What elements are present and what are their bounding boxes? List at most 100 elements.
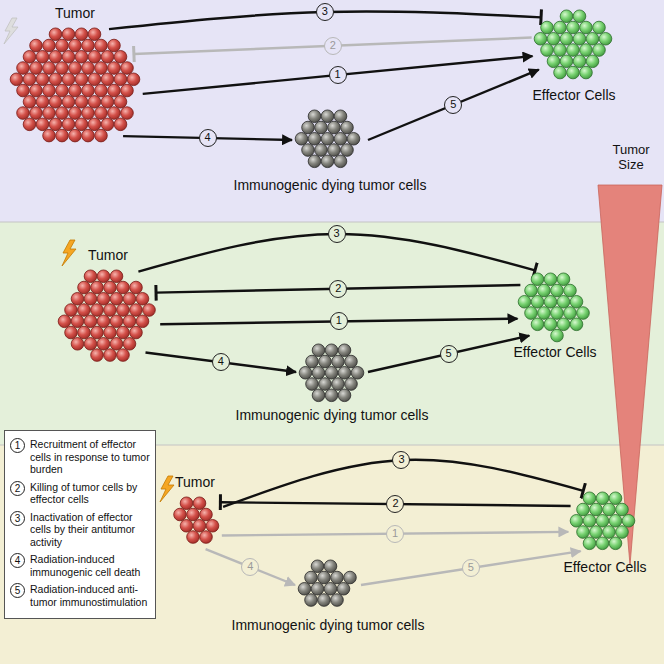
cell <box>62 118 75 131</box>
cell <box>567 21 580 34</box>
cell <box>321 110 334 123</box>
cell <box>312 344 325 357</box>
cell-cluster-art <box>518 268 592 342</box>
arrow-connector <box>145 352 296 372</box>
cluster-label: Tumor <box>55 5 95 21</box>
legend-entry: 4Radiation-induced immunogenic cell deat… <box>10 553 150 578</box>
cell <box>187 508 200 521</box>
cell <box>338 389 351 402</box>
cell <box>95 62 108 75</box>
cell <box>130 326 143 339</box>
cell <box>570 318 583 331</box>
axis-label: Tumor Size <box>604 142 658 172</box>
cell <box>97 315 110 328</box>
cluster-label: Effector Cells <box>533 87 616 103</box>
cell <box>114 73 127 86</box>
cell <box>554 66 567 79</box>
cell <box>97 270 110 283</box>
cell <box>143 304 156 317</box>
cell <box>117 326 130 339</box>
cell <box>110 292 123 305</box>
callout-number: 3 <box>316 3 334 21</box>
cell <box>609 514 622 527</box>
cell <box>351 366 364 379</box>
cell <box>82 62 95 75</box>
arrow-connector <box>206 549 295 585</box>
arrow-connector <box>368 336 529 372</box>
cluster-label: Immunogenic dying tumor cells <box>236 407 429 423</box>
cell-cluster: Tumor <box>10 5 140 153</box>
cell <box>518 295 531 308</box>
cell <box>319 378 332 391</box>
cell <box>337 582 350 595</box>
cell <box>306 378 319 391</box>
cell <box>544 273 557 286</box>
cell <box>345 355 358 368</box>
cell <box>130 304 143 317</box>
cell <box>75 50 88 63</box>
cell <box>88 28 101 41</box>
cluster-label: Immunogenic dying tumor cells <box>234 177 427 193</box>
cell <box>325 366 338 379</box>
arrow-connector <box>143 56 533 94</box>
cell <box>557 273 570 286</box>
cell <box>345 378 358 391</box>
cell <box>596 514 609 527</box>
cell <box>308 155 321 168</box>
cell <box>325 389 338 402</box>
cell <box>318 571 331 584</box>
cell <box>117 304 130 317</box>
cell <box>551 284 564 297</box>
cell <box>616 503 629 516</box>
cell <box>117 281 130 294</box>
cell <box>324 560 337 573</box>
cell <box>123 338 136 351</box>
cell-cluster: Tumor <box>58 247 158 365</box>
cell <box>69 129 82 142</box>
cell <box>62 28 75 41</box>
legend-text: Killing of tumor cells by effector cells <box>30 481 150 506</box>
cell <box>36 50 49 63</box>
cell <box>43 107 56 120</box>
cell <box>75 73 88 86</box>
cell <box>593 44 606 57</box>
cell <box>43 62 56 75</box>
cell <box>596 492 609 505</box>
cell <box>311 582 324 595</box>
cell <box>547 55 560 68</box>
panel-low-dose <box>0 0 664 222</box>
cell <box>564 307 577 320</box>
cell-cluster-art <box>298 555 358 615</box>
cell <box>325 344 338 357</box>
inhibition-connector <box>134 38 532 54</box>
cell <box>127 73 140 86</box>
cell <box>97 292 110 305</box>
cell <box>88 50 101 63</box>
cell <box>91 281 104 294</box>
cell <box>78 326 91 339</box>
cell <box>88 73 101 86</box>
cell <box>56 107 69 120</box>
cell <box>65 304 78 317</box>
cell <box>331 594 344 607</box>
cell <box>110 315 123 328</box>
cell <box>84 315 97 328</box>
cell <box>206 519 219 532</box>
cell <box>62 73 75 86</box>
cell-cluster: Effector Cells <box>564 487 647 575</box>
cell <box>17 84 30 97</box>
cell <box>531 273 544 286</box>
callout-number: 2 <box>329 280 347 298</box>
callout-number: 1 <box>386 525 404 543</box>
callout-number: 5 <box>10 583 25 598</box>
cell <box>315 144 328 157</box>
cell <box>69 62 82 75</box>
cell <box>334 155 347 168</box>
arrow-connector <box>361 551 581 585</box>
cell <box>577 526 590 539</box>
callout-number: 1 <box>329 66 347 84</box>
radiation-bolt <box>4 18 18 44</box>
radiation-bolt <box>62 240 76 266</box>
cell-cluster: Effector Cells <box>533 5 616 103</box>
cell <box>43 84 56 97</box>
